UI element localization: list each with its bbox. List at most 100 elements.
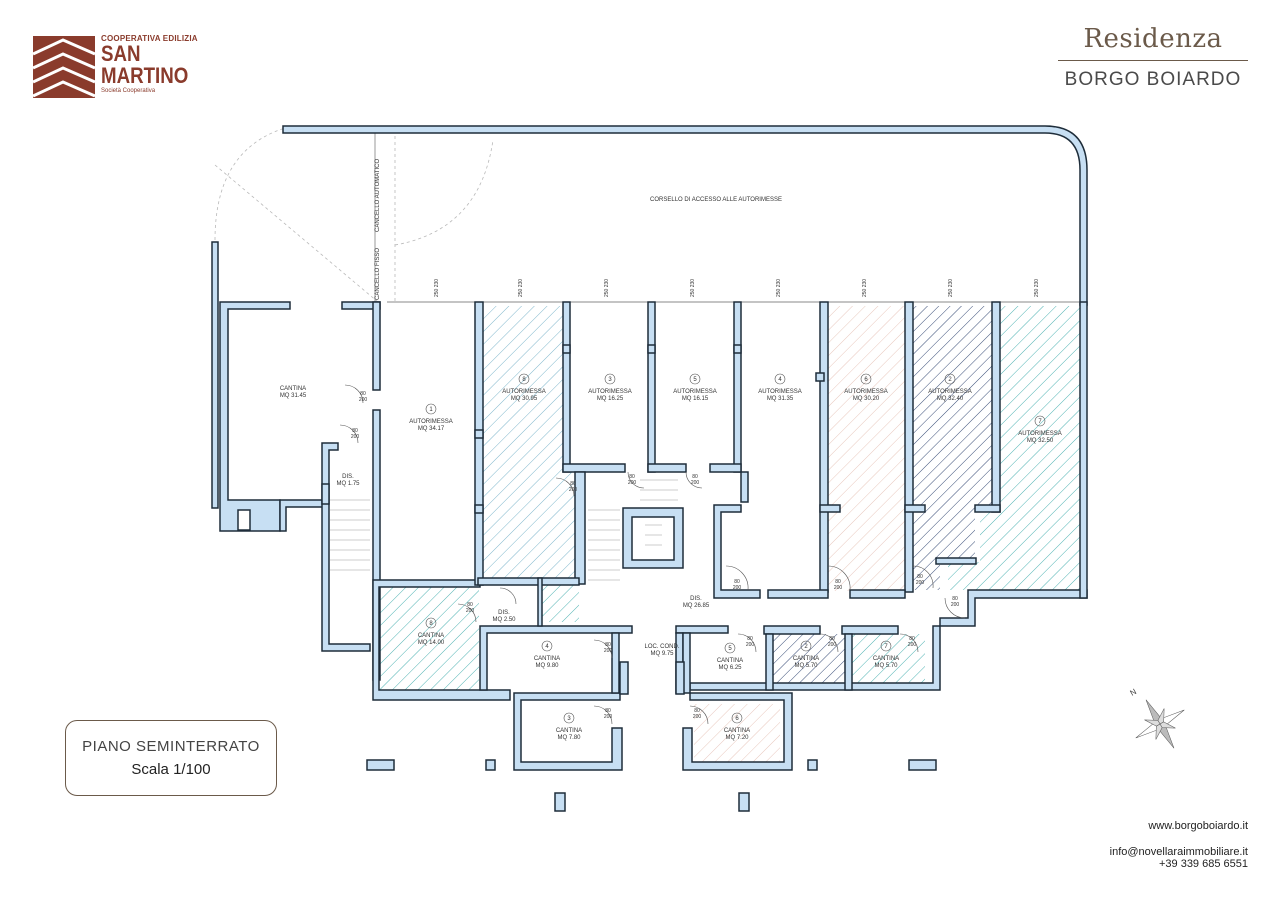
door-height-label: 200 [733,585,742,591]
door-height-label: 200 [628,480,637,486]
room-area: MQ 9.75 [650,651,674,657]
room-area: MQ 30.95 [511,396,538,402]
door-width-label: 80 [467,602,473,608]
title-divider [1058,60,1248,61]
door-height-label: 200 [466,608,475,614]
room-area: MQ 31.45 [280,393,307,399]
room-number: 6 [864,377,868,383]
door-width-label: 80 [360,391,366,397]
room-number-circle-icon [689,373,701,385]
room-number: 4 [545,644,549,650]
room-label-loc: LOC. COND.MQ 9.75 [644,644,679,657]
room-label-dis3: DIS.MQ 26.85 [683,596,710,609]
room-area: MQ 7.20 [725,735,749,741]
room-number-circle-icon [425,617,437,629]
room-name: LOC. COND. [644,644,679,650]
logo-line-2: SAN [101,41,141,66]
logo-line-1: COOPERATIVA EDILIZIA [101,34,198,43]
room-name: CANTINA [280,386,306,392]
room-name: AUTORIMESSA [673,389,717,395]
gate-dimension-label: 250 230 [604,279,610,297]
gate-dimension-label: 250 230 [434,279,440,297]
gate-dimension-label: 250 230 [690,279,696,297]
door-width-label: 80 [570,481,576,487]
room-label-dis2: DIS.MQ 2.50 [492,610,516,623]
room-area: MQ 9.80 [535,663,559,669]
room-area: MQ 30.20 [853,396,880,402]
room-number-circle-icon [1034,415,1046,427]
room-number: 2 [804,644,808,650]
door-height-label: 200 [951,602,960,608]
room-name: CANTINA [556,728,582,734]
room-name: CANTINA [717,658,743,664]
door-height-label: 200 [604,714,613,720]
room-area: MQ 16.15 [682,396,709,402]
corsello-label: CORSELLO DI ACCESSO ALLE AUTORIMESSE [650,197,782,203]
room-name: DIS. [342,474,354,480]
room-name: AUTORIMESSA [1018,431,1062,437]
door-width-label: 80 [605,642,611,648]
room-number: 3 [567,716,571,722]
room-number: 7 [884,644,888,650]
door-height-label: 200 [691,480,700,486]
website-link[interactable]: www.borgoboiardo.it [1148,820,1248,832]
room-number-circle-icon [563,712,575,724]
room-number: 5 [728,646,732,652]
door-height-label: 200 [834,585,843,591]
plan-legend-box: PIANO SEMINTERRATO Scala 1/100 [65,720,277,796]
door-width-label: 80 [694,708,700,714]
room-number-circle-icon [518,373,530,385]
door-height-label: 200 [569,487,578,493]
room-name: AUTORIMESSA [844,389,888,395]
room-area: MQ 5.70 [794,663,818,669]
gate-dimension-label: 250 230 [776,279,782,297]
room-area: MQ 2.50 [492,617,516,623]
door-width-label: 80 [692,474,698,480]
phone-number: +39 339 685 6551 [1158,858,1248,870]
room-name: DIS. [690,596,702,602]
room-area: MQ 26.85 [683,603,710,609]
cancello-automatico-label: CANCELLO AUTOMATICO [375,159,381,232]
title-borgo-boiardo: BORGO BOIARDO [1064,69,1242,90]
room-area: MQ 1.75 [336,481,360,487]
room-name: AUTORIMESSA [928,389,972,395]
door-height-label: 200 [359,397,368,403]
plan-scale: Scala 1/100 [131,761,211,778]
room-number-circle-icon [724,642,736,654]
compass-north-label: N [1129,687,1139,698]
room-name: CANTINA [724,728,750,734]
room-name: CANTINA [418,633,444,639]
room-area: MQ 16.25 [597,396,624,402]
door-labels: 8020080200802008020080200802008020080200… [351,391,960,720]
room-name: AUTORIMESSA [502,389,546,395]
door-width-label: 80 [629,474,635,480]
email-link[interactable]: info@novellaraimmobiliare.it [1109,846,1248,858]
room-number: 3 [608,377,612,383]
door-width-label: 80 [829,636,835,642]
gate-swing [214,127,494,303]
door-width-label: 80 [747,636,753,642]
door-width-label: 80 [952,596,958,602]
door-height-label: 200 [693,714,702,720]
logo-line-4: Società Cooperativa [101,88,156,94]
room-name: CANTINA [793,656,819,662]
room-number: 8 [429,621,433,627]
room-name: CANTINA [534,656,560,662]
door-width-label: 80 [917,574,923,580]
room-number-circle-icon [944,373,956,385]
room-number: 1 [429,407,433,413]
logo-line-3: MARTINO [101,63,189,88]
room-number-circle-icon [731,712,743,724]
